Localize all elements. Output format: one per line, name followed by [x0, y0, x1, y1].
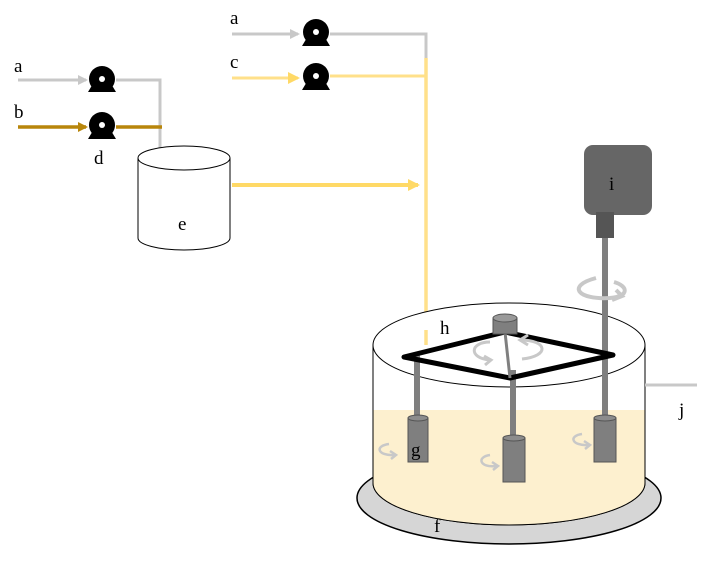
- shaft-rotation-arrow-icon: [576, 276, 627, 302]
- pump-a-right-icon: [302, 19, 330, 46]
- pump-b-icon: [88, 112, 116, 139]
- frame-spoke-1: [503, 331, 512, 379]
- rotating-frame-h: [401, 329, 616, 381]
- label-j: j: [678, 400, 684, 421]
- rotation-arrow-left-icon: [378, 442, 399, 460]
- impeller-middle: [502, 434, 526, 483]
- label-f: f: [434, 516, 441, 537]
- pump-c-icon: [302, 63, 330, 90]
- pipe-a-to-main: [330, 32, 428, 60]
- label-i: i: [609, 174, 614, 195]
- shaft-middle: [510, 370, 516, 438]
- label-a-left: a: [14, 56, 23, 77]
- shaft-left: [414, 354, 420, 416]
- label-b: b: [14, 102, 24, 123]
- central-hub: [492, 313, 518, 335]
- label-d: d: [94, 148, 104, 169]
- rotation-arrow-icon: [472, 333, 544, 367]
- rotation-arrow-right-icon: [572, 432, 593, 450]
- label-a-right: a: [230, 8, 239, 29]
- container-e: [137, 145, 231, 251]
- shaft-right: [602, 232, 608, 420]
- pipe-a-to-e: [116, 78, 162, 158]
- motor-i-icon: [584, 145, 652, 238]
- label-e: e: [178, 214, 186, 235]
- label-c: c: [230, 52, 238, 73]
- rotation-arrow-middle-icon: [480, 453, 501, 471]
- label-g: g: [411, 440, 421, 461]
- impeller-right: [593, 414, 617, 463]
- impeller-g: [407, 414, 429, 463]
- pump-a-left-icon: [88, 66, 116, 92]
- label-h: h: [440, 318, 450, 339]
